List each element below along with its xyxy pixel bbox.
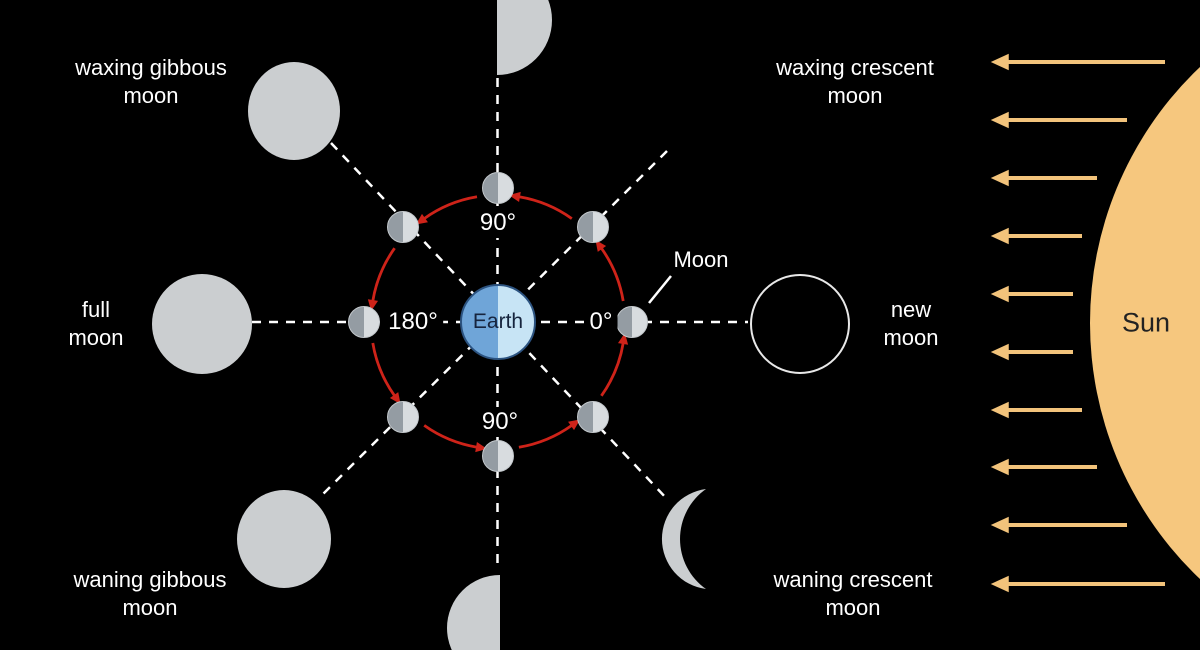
orbit-moon-90deg-bottom bbox=[482, 440, 514, 472]
angle-label-top: 90° bbox=[474, 208, 522, 238]
orbit-moon-180deg bbox=[348, 306, 380, 338]
earth: Earth bbox=[460, 284, 536, 360]
full-moon-shape bbox=[152, 274, 252, 374]
orbit-moon-135deg bbox=[387, 401, 419, 433]
orbit-moon-90deg-top bbox=[482, 172, 514, 204]
waning-crescent-label: waning crescent moon bbox=[773, 567, 933, 620]
angle-label-left: 180° bbox=[383, 307, 443, 337]
waxing-crescent-label: waxing crescent moon bbox=[776, 55, 934, 108]
waxing-gibbous-label: waxing gibbous moon bbox=[75, 55, 227, 108]
moon-pointer-line bbox=[648, 275, 672, 304]
orbit-moon-315deg bbox=[577, 211, 609, 243]
waning-gibbous-label: waning gibbous moon bbox=[73, 567, 227, 620]
sunlight-arrows bbox=[990, 53, 1165, 593]
orbit-moon-45deg bbox=[577, 401, 609, 433]
sun-label: Sun bbox=[1121, 307, 1171, 338]
moon-pointer-label: Moon bbox=[673, 247, 729, 272]
waning-crescent-shape bbox=[661, 489, 706, 589]
orbit-moon-225deg bbox=[387, 211, 419, 243]
orbit-direction-arrows bbox=[367, 191, 629, 453]
new-moon-shape bbox=[750, 274, 850, 374]
angle-label-right: 0° bbox=[584, 307, 618, 337]
orbit-moon-0deg bbox=[616, 306, 648, 338]
angle-label-bottom: 90° bbox=[476, 407, 524, 437]
new-moon-label: new moon bbox=[883, 297, 939, 350]
waxing-gibbous-moon-shape bbox=[248, 62, 340, 160]
waxing-crescent-shape bbox=[702, 61, 765, 165]
full-moon-label: full moon bbox=[68, 297, 124, 350]
earth-label: Earth bbox=[472, 310, 524, 333]
waning-gibbous-moon-shape bbox=[237, 490, 331, 588]
